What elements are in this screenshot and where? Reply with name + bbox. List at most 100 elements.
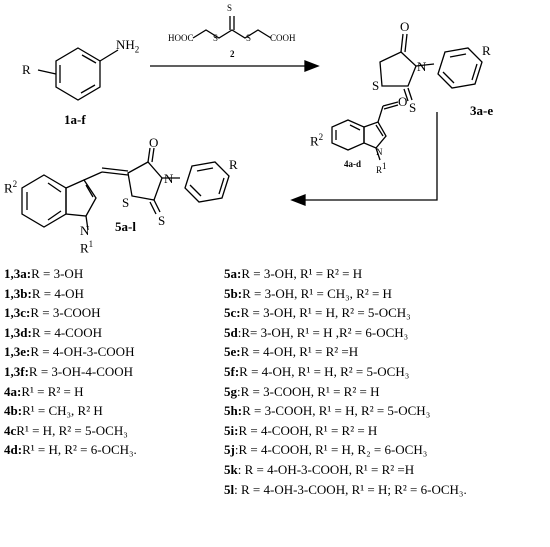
compound-id: 1,3a:: [4, 266, 32, 281]
compound-id: 1,3b:: [4, 285, 32, 301]
list-item: 5j:R = 4-COOH, R¹ = H, R₂ = 6-OCH₃: [224, 440, 467, 460]
list-item: 5a:R = 3-OH, R¹ = R² = H: [224, 264, 467, 284]
reagent-bonds: [192, 16, 272, 39]
compound-substituents: : R = 4-OH-3-COOH, R¹ = H; R² = 6-OCH₃.: [234, 481, 467, 497]
indole-aldehyde-structure: [331, 101, 399, 161]
product-R2: R2: [4, 179, 18, 196]
compound-id: 4c: [4, 422, 17, 438]
arrow-step2: [290, 112, 438, 206]
compound-id: 5a:: [224, 266, 242, 281]
arrow-step1: [150, 60, 320, 72]
rhodanine-carbonyl-O: O: [400, 19, 410, 34]
list-item: 4cR¹ = H, R² = 5-OCH₃: [4, 421, 137, 441]
list-item: 1,3b:R = 4-OH: [4, 284, 137, 304]
product-R-substituent: R: [229, 157, 238, 172]
list-item: 4b:R¹ = CH₃, R² H: [4, 401, 137, 421]
compound-id: 4d:: [4, 442, 23, 458]
compound-id: 4b:: [4, 403, 23, 419]
product-indole-N: N: [80, 223, 90, 238]
compound-substituents: R = 4-OH: [31, 285, 84, 301]
compound-id: 1,3c:: [4, 305, 31, 321]
list-item: 4d:R¹ = H, R² = 6-OCH₃.: [4, 440, 137, 460]
product-ring-S: S: [122, 195, 130, 210]
reagent-left-acid: HOOC: [168, 33, 194, 43]
compound-substituents: : R = 4-OH-3-COOH, R¹ = R² =H: [237, 461, 415, 477]
reagent-right-acid: COOH: [270, 33, 296, 43]
compound-substituents: R = 3-OH: [31, 266, 84, 281]
list-item: 5e:R = 4-OH, R¹ = R² =H: [224, 342, 467, 362]
list-item: 1,3c:R = 3-COOH: [4, 303, 137, 323]
compound-id: 5f:: [224, 363, 240, 379]
aniline-ring: [37, 47, 119, 101]
compound-id: 5l: [224, 481, 235, 497]
list-item: 5b:R = 3-OH, R¹ = CH₃, R² = H: [224, 284, 467, 304]
list-item: 1,3d:R = 4-COOH: [4, 323, 137, 343]
compound-substituents: R = 4-OH, R¹ = H, R² = 5-OCH₃: [239, 363, 410, 379]
reagent-number: 2: [230, 49, 235, 59]
compound-id: 5e:: [224, 344, 241, 360]
compound-substituents: R = 3-OH, R¹ = R² = H: [241, 266, 363, 281]
product-thione-S: S: [158, 213, 166, 228]
compound-substituents: R¹ = H, R² = 5-OCH₃: [16, 422, 128, 438]
list-item: 5c:R = 3-OH, R¹ = H, R² = 5-OCH₃: [224, 303, 467, 323]
aldehyde-O: O: [398, 94, 408, 109]
reagent-sulfur-left: S: [213, 33, 219, 43]
list-item: 1,3f:R = 3-OH-4-COOH: [4, 362, 137, 382]
compound-substituents: :R = 4-COOH, R¹ = H, R₂ = 6-OCH₃: [234, 442, 428, 458]
compound-substituents: R¹ = R² = H: [21, 383, 84, 399]
rhodanine-R-substituent: R: [482, 43, 491, 58]
aldehyde-N: N: [376, 147, 383, 157]
list-item: 5d:R= 3-OH, R¹ = H ,R² = 6-OCH₃: [224, 323, 467, 343]
compound-substituents: :R= 3-OH, R¹ = H ,R² = 6-OCH₃: [237, 324, 409, 340]
compound-substituents: R = 3-OH-4-COOH: [28, 363, 134, 379]
rhodanine-thione-S: S: [409, 100, 417, 115]
compound-id: 1,3f:: [4, 363, 29, 379]
aniline-R-substituent: R: [22, 62, 31, 77]
compound-id: 1,3d:: [4, 324, 32, 340]
rhodanine-ring-N: N: [417, 59, 427, 74]
compound-substituents: R¹ = CH₃, R² H: [22, 403, 103, 419]
aniline-label: 1a-f: [64, 112, 86, 127]
reagent-thione-sulfur: S: [227, 3, 233, 13]
list-item: 5h:R = 3-COOH, R¹ = H, R² = 5-OCH₃: [224, 401, 467, 421]
rhodanine-label: 3a-e: [470, 103, 494, 118]
compound-id: 4a:: [4, 383, 22, 399]
list-item: 5f:R = 4-OH, R¹ = H, R² = 5-OCH₃: [224, 362, 467, 382]
list-item: 5k: R = 4-OH-3-COOH, R¹ = R² =H: [224, 460, 467, 480]
aldehyde-label: 4a-d: [344, 159, 362, 169]
compound-id: 5i:: [224, 422, 239, 438]
compound-substituents: R¹ = H, R² = 6-OCH₃.: [22, 442, 137, 458]
product-label: 5a-l: [115, 219, 136, 234]
list-item: 5g:R = 3-COOH, R¹ = R² = H: [224, 382, 467, 402]
compound-substituents: R = 4-OH-3-COOH: [30, 344, 135, 360]
compound-substituents: R = 4-COOH: [31, 324, 102, 340]
compound-id: 5b:: [224, 285, 243, 301]
product-carbonyl-O: O: [149, 135, 159, 150]
list-item: 1,3a:R = 3-OH: [4, 264, 137, 284]
amine-group: NH2: [116, 37, 140, 55]
compound-substituents: R = 3-OH, R¹ = CH₃, R² = H: [242, 285, 392, 301]
product-R1: R1: [80, 239, 94, 256]
compound-substituents: R = 3-COOH: [30, 305, 101, 321]
product-5-structure: [21, 147, 230, 231]
compound-substituents: R = 4-COOH, R¹ = R² = H: [238, 422, 378, 438]
compound-id: 5h:: [224, 403, 243, 419]
rhodanine-ring-S: S: [372, 78, 380, 93]
list-item: 1,3e:R = 4-OH-3-COOH: [4, 342, 137, 362]
compound-id: 5g: [224, 383, 237, 399]
compound-substituents: R = 3-OH, R¹ = H, R² = 5-OCH₃: [240, 305, 411, 321]
compound-substituents: R = 4-OH, R¹ = R² =H: [240, 344, 359, 360]
compound-substituents: :R = 3-COOH, R¹ = R² = H: [237, 383, 380, 399]
compound-substituents: R = 3-COOH, R¹ = H, R² = 5-OCH₃: [242, 403, 431, 419]
aldehyde-R1: R1: [376, 161, 387, 175]
aldehyde-R2: R2: [310, 132, 324, 149]
list-item: 5l: R = 4-OH-3-COOH, R¹ = H; R² = 6-OCH₃…: [224, 480, 467, 500]
compound-id: 5k: [224, 461, 238, 477]
compound-id: 5d: [224, 324, 238, 340]
list-item: 4a:R¹ = R² = H: [4, 382, 137, 402]
compound-id: 1,3e:: [4, 344, 31, 360]
compound-id: 5j: [224, 442, 235, 458]
